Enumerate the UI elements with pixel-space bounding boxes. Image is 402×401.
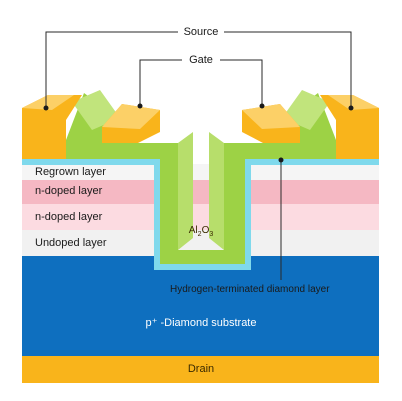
n-doped-layer-2 <box>22 204 379 230</box>
drain-contact <box>22 356 379 383</box>
n-doped-layer-1 <box>22 180 379 204</box>
regrown-layer <box>22 164 379 180</box>
source-contact-right-top <box>328 95 379 110</box>
substrate-label: p⁺ -Diamond substrate <box>145 317 257 329</box>
oxide-trench-wall-left <box>178 132 193 250</box>
oxide-trench-wall-right <box>209 132 224 250</box>
source-label: Source <box>183 26 219 38</box>
oxide-highlight-left <box>72 90 120 130</box>
n-doped-layer-label-1: n-doped layer <box>35 185 103 197</box>
source-contact-right <box>320 95 379 159</box>
gate-leader-line <box>139 59 182 106</box>
diamond-substrate <box>22 256 379 356</box>
gate-contact-left-top <box>102 104 160 129</box>
gate-leader-line-right <box>220 59 263 106</box>
gate-contact-right-top <box>242 104 300 129</box>
source-leader-line-right <box>224 31 352 108</box>
source-leader-line <box>45 31 178 106</box>
gate-label: Gate <box>189 54 213 66</box>
drain-label: Drain <box>187 363 215 375</box>
leader-lines <box>45 31 352 280</box>
leader-dots <box>43 103 354 163</box>
oxide-highlight-right <box>282 90 330 130</box>
hydrogen-terminated-layer-label: Hydrogen-terminated diamond layer <box>170 284 330 295</box>
n-doped-layer-label-2: n-doped layer <box>35 211 103 223</box>
source-contact-left <box>22 95 82 159</box>
undoped-layer-label: Undoped layer <box>35 237 107 249</box>
regrown-layer-label: Regrown layer <box>35 166 106 178</box>
source-contact-left-top <box>22 95 74 110</box>
al2o3-label: Al2O3 <box>188 225 214 238</box>
